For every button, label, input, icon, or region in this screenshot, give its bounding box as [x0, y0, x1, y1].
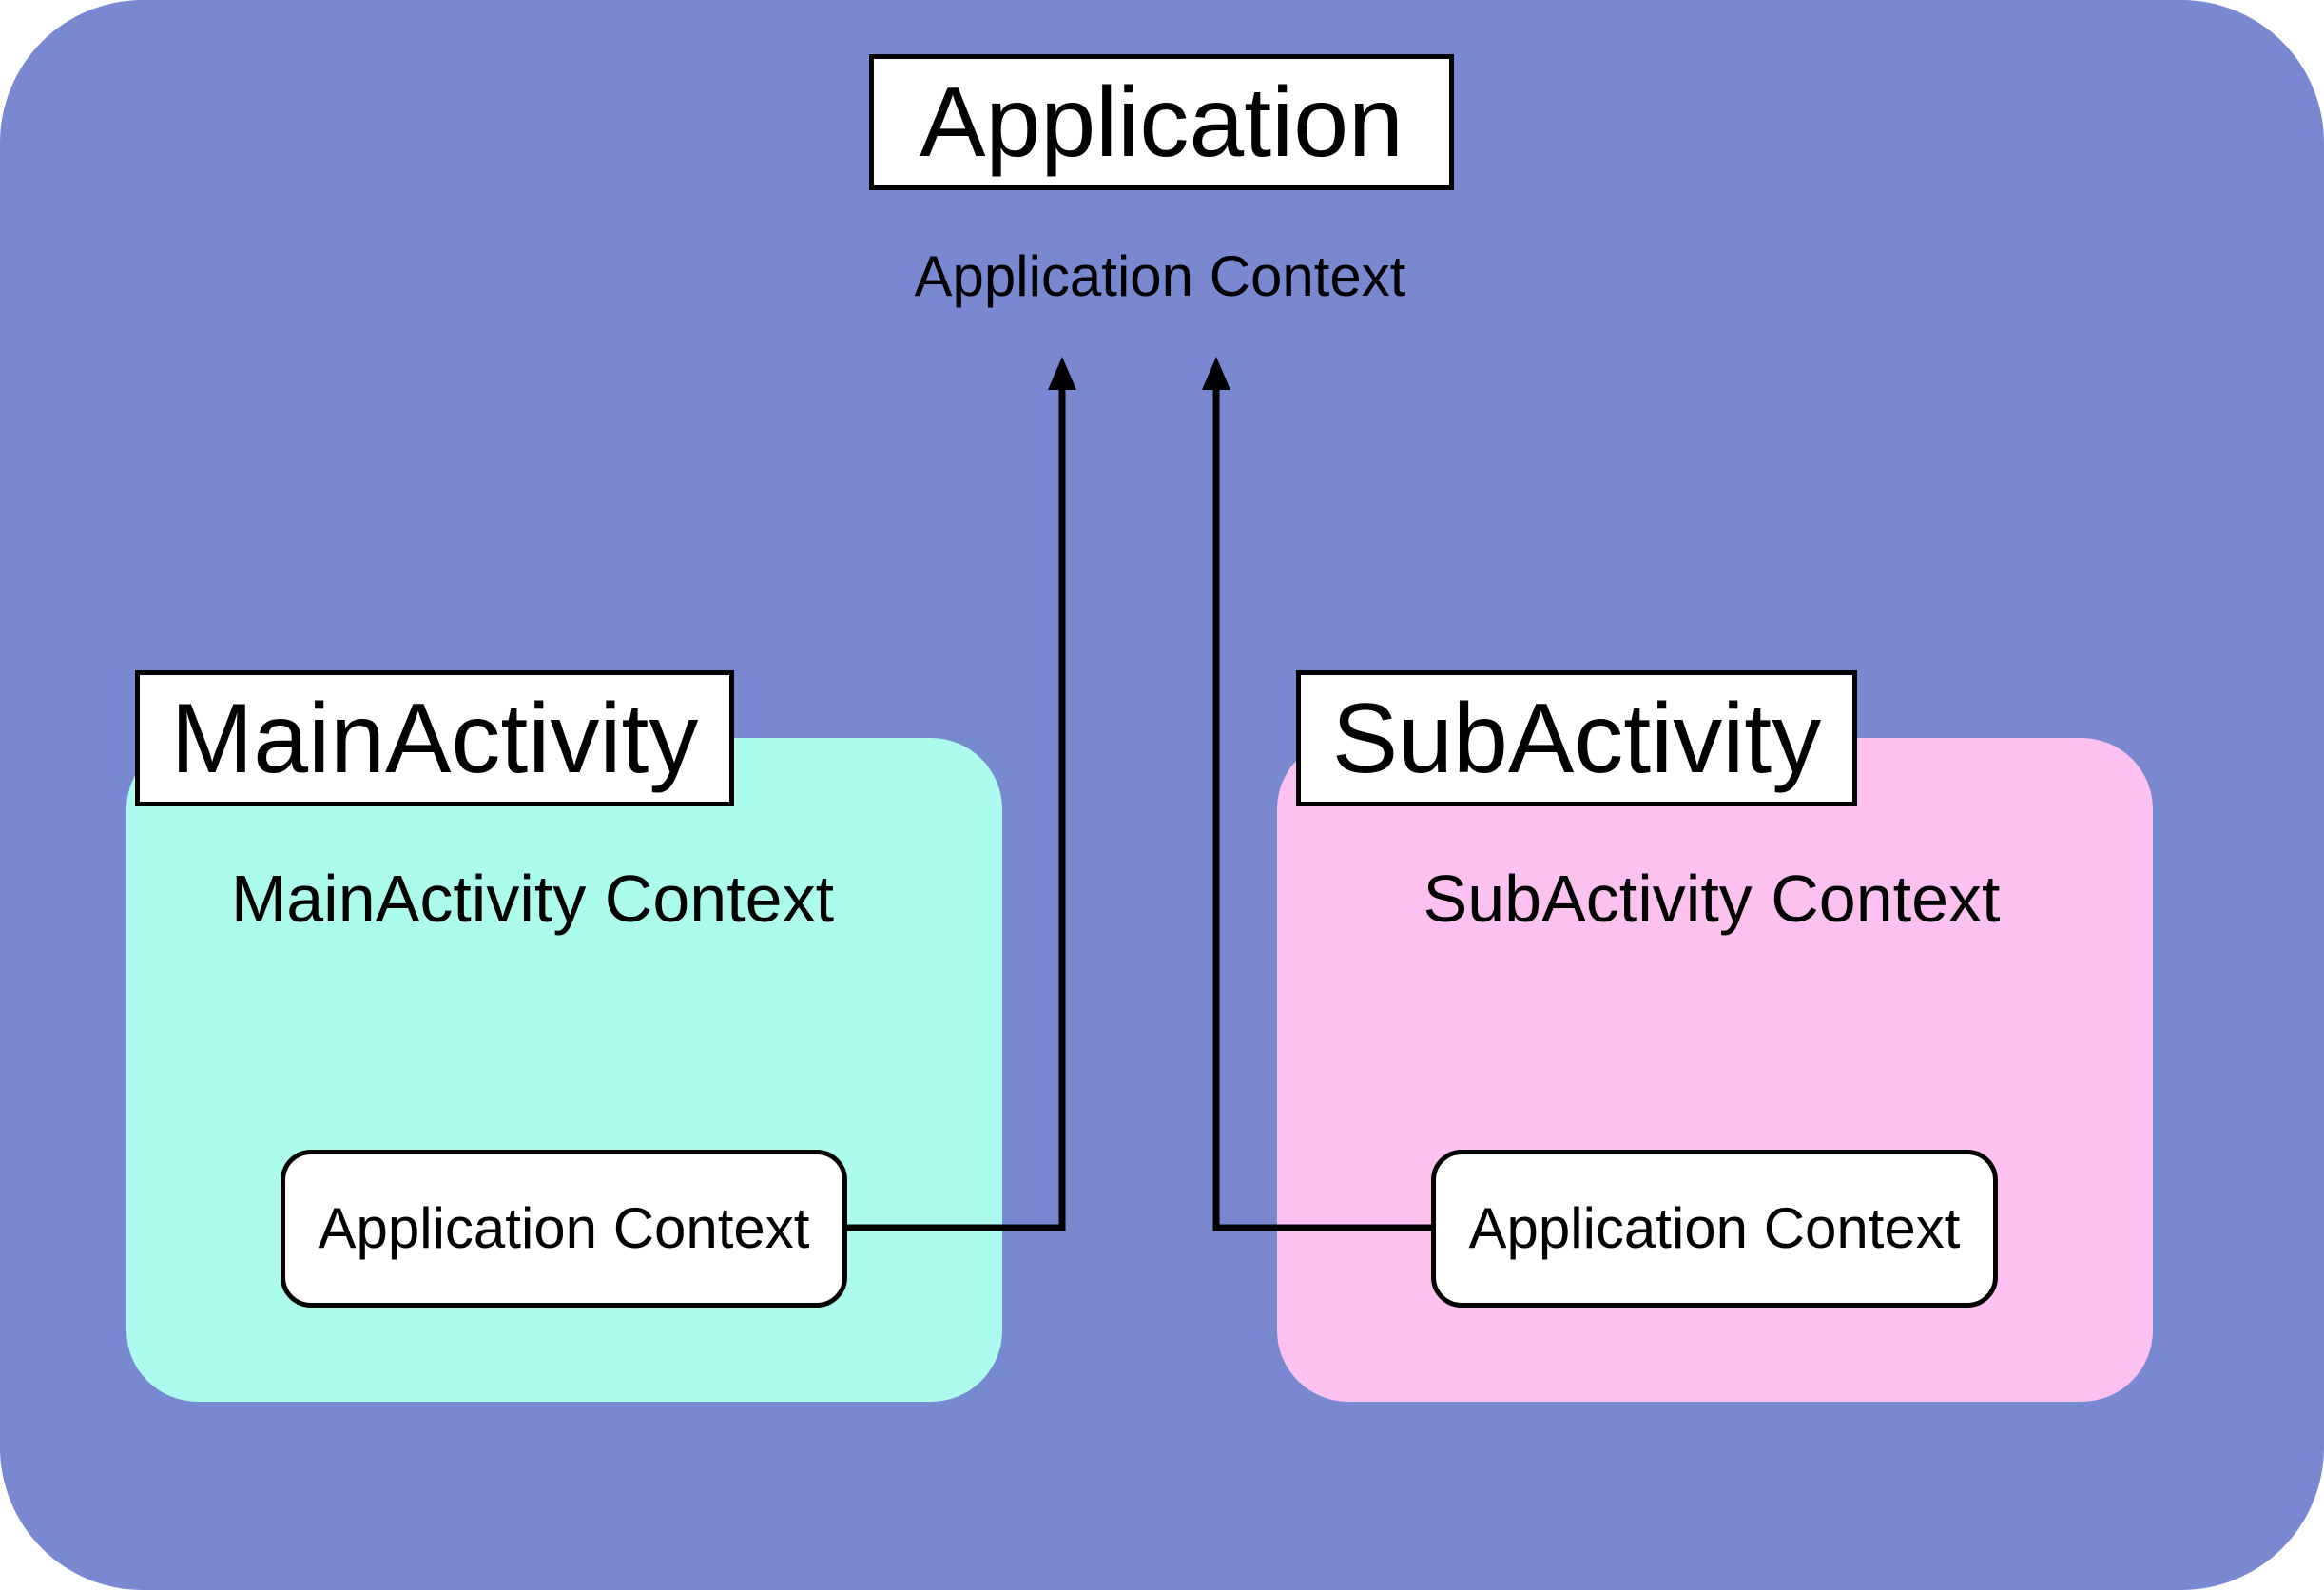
application-title: Application: [869, 54, 1454, 190]
application-context-label: Application Context: [914, 244, 1406, 308]
main-activity-context-label: MainActivity Context: [230, 862, 835, 936]
sub-activity-context-label: SubActivity Context: [1423, 862, 2001, 936]
sub-activity-app-context-node: Application Context: [1431, 1150, 1998, 1308]
main-activity-title: MainActivity: [135, 670, 734, 806]
main-activity-app-context-node: Application Context: [281, 1150, 847, 1308]
sub-activity-title: SubActivity: [1296, 670, 1857, 806]
